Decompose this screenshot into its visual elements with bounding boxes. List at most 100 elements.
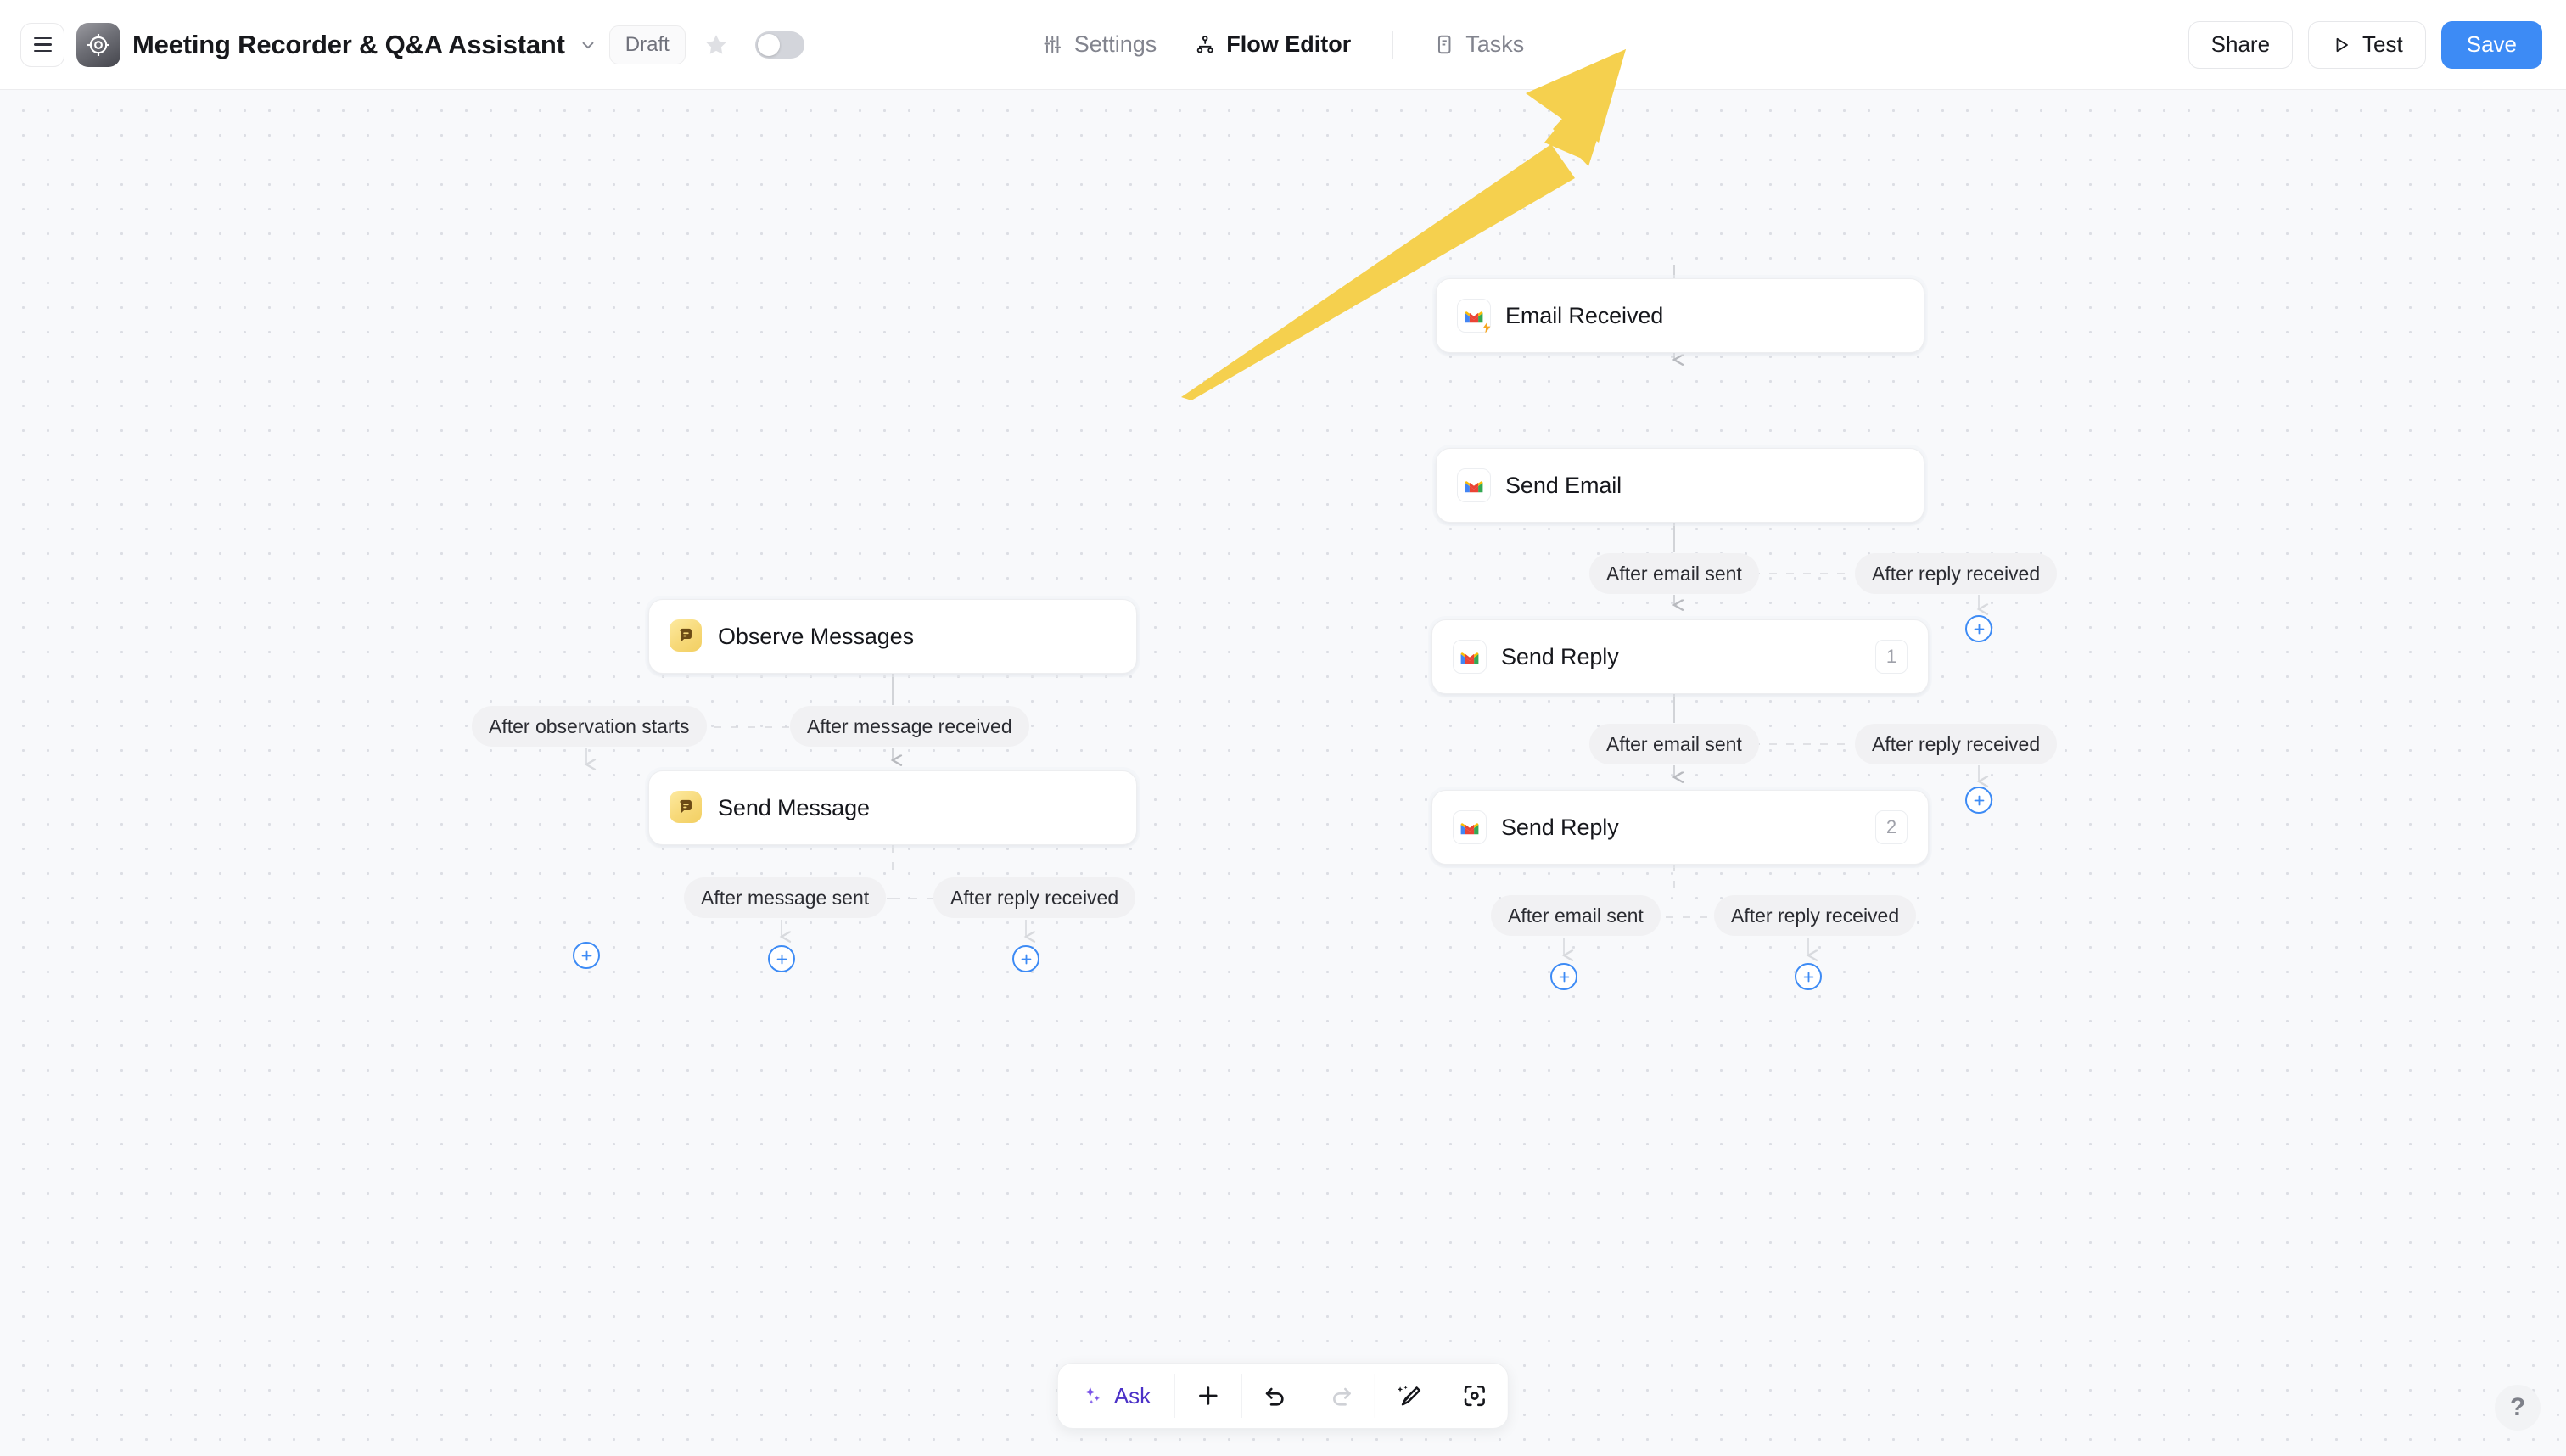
yellow-message-app-icon	[670, 791, 703, 825]
tab-settings-label: Settings	[1073, 31, 1157, 57]
branch-label-after-email-sent[interactable]: After email sent	[1589, 553, 1759, 594]
add-step-button[interactable]	[768, 945, 795, 972]
plus-icon	[1559, 972, 1569, 982]
add-step-button[interactable]	[573, 942, 600, 969]
plus-icon	[1021, 954, 1031, 964]
add-step-button[interactable]	[1795, 963, 1822, 990]
auto-layout-button[interactable]	[1375, 1364, 1442, 1428]
app-header: Meeting Recorder & Q&A Assistant Draft	[0, 0, 2566, 90]
flow-node-send-email[interactable]: Send Email	[1436, 448, 1924, 523]
star-icon	[706, 34, 726, 54]
branch-label-after-observation-starts[interactable]: After observation starts	[472, 706, 707, 747]
share-button[interactable]: Share	[2188, 20, 2294, 69]
branch-label-after-message-received[interactable]: After message received	[790, 706, 1029, 747]
plus-icon	[581, 950, 591, 960]
share-button-label: Share	[2210, 31, 2271, 57]
gmail-icon	[1457, 468, 1491, 502]
tab-tasks-label: Tasks	[1465, 31, 1525, 57]
add-node-button[interactable]	[1175, 1364, 1241, 1428]
gmail-icon	[1457, 299, 1491, 333]
tab-flow-editor[interactable]: Flow Editor	[1175, 23, 1370, 67]
plus-icon	[776, 954, 787, 964]
plus-icon	[1974, 795, 1984, 805]
ask-button[interactable]: Ask	[1058, 1364, 1174, 1428]
save-button[interactable]: Save	[2440, 20, 2542, 69]
flow-node-label: Observe Messages	[718, 623, 914, 649]
node-step-badge: 2	[1875, 810, 1908, 844]
tab-tasks[interactable]: Tasks	[1415, 23, 1543, 67]
test-button-label: Test	[2362, 31, 2403, 57]
plus-icon	[1974, 624, 1984, 634]
gmail-icon	[1453, 810, 1487, 844]
favorite-button[interactable]	[698, 26, 735, 64]
flow-node-email-received[interactable]: Email Received	[1436, 278, 1924, 353]
flow-edges	[0, 265, 2566, 1456]
flow-node-label: Send Email	[1505, 472, 1622, 498]
tab-flow-editor-label: Flow Editor	[1226, 31, 1352, 57]
flow-node-observe-messages[interactable]: Observe Messages	[648, 599, 1137, 674]
branch-label-after-reply-received[interactable]: After reply received	[933, 877, 1136, 918]
play-triangle-icon	[2336, 37, 2348, 52]
toggle-knob	[757, 33, 780, 56]
branch-label-after-email-sent[interactable]: After email sent	[1589, 724, 1759, 764]
question-mark-icon: ?	[2509, 1393, 2526, 1421]
node-step-badge: 1	[1875, 640, 1908, 674]
page-title[interactable]: Meeting Recorder & Q&A Assistant	[132, 29, 565, 59]
branch-label-after-email-sent[interactable]: After email sent	[1491, 895, 1661, 936]
fit-view-focus-icon	[1465, 1385, 1486, 1407]
toolbar-divider	[1241, 1374, 1243, 1418]
message-glyph-icon	[680, 799, 692, 814]
message-glyph-icon	[680, 628, 692, 642]
sparkles-icon	[1084, 1386, 1101, 1404]
header-nav: Settings Flow Editor Tasks	[1023, 0, 1544, 89]
tasks-list-icon	[1437, 35, 1450, 54]
yellow-message-app-icon	[670, 619, 703, 653]
canvas-toolbar: Ask	[1056, 1363, 1510, 1429]
undo-arrow-icon	[1266, 1387, 1284, 1406]
tab-settings[interactable]: Settings	[1023, 23, 1176, 67]
sliders-icon	[1044, 36, 1061, 53]
sidebar-toggle-button[interactable]	[20, 22, 64, 67]
fit-view-button[interactable]	[1442, 1364, 1508, 1428]
flow-node-label: Email Received	[1505, 302, 1664, 328]
status-badge[interactable]: Draft	[608, 25, 686, 64]
gmail-icon	[1453, 640, 1487, 674]
lightning-bolt-icon	[1478, 319, 1495, 336]
gmail-m-glyph	[1460, 822, 1479, 834]
magic-wand-cleanup-icon	[1398, 1386, 1421, 1406]
flow-node-send-reply-1[interactable]: Send Reply 1	[1431, 619, 1929, 694]
enable-toggle[interactable]	[754, 31, 804, 59]
add-step-button[interactable]	[1012, 945, 1039, 972]
flow-node-send-reply-2[interactable]: Send Reply 2	[1431, 790, 1929, 865]
plus-icon	[1803, 972, 1813, 982]
branch-label-after-message-sent[interactable]: After message sent	[684, 877, 887, 918]
flow-node-label: Send Reply	[1501, 814, 1619, 840]
app-logo-icon	[76, 22, 120, 67]
help-button[interactable]: ?	[2495, 1385, 2541, 1431]
test-button[interactable]: Test	[2308, 20, 2426, 69]
add-step-button[interactable]	[1965, 615, 1992, 642]
redo-arrow-icon	[1333, 1387, 1352, 1406]
flow-tree-icon	[1196, 35, 1213, 53]
flow-node-label: Send Message	[718, 794, 870, 820]
flow-node-label: Send Reply	[1501, 643, 1619, 669]
header-left-group: Meeting Recorder & Q&A Assistant Draft	[0, 22, 804, 67]
gmail-m-glyph	[1465, 480, 1483, 492]
branch-label-after-reply-received[interactable]: After reply received	[1714, 895, 1917, 936]
toolbar-divider	[1174, 1374, 1176, 1418]
header-actions: Share Test Save	[2188, 20, 2542, 69]
hamburger-icon	[33, 36, 52, 53]
save-button-label: Save	[2466, 31, 2517, 57]
crosshair-target-icon	[87, 33, 109, 56]
undo-button[interactable]	[1242, 1364, 1308, 1428]
flow-node-send-message[interactable]: Send Message	[648, 770, 1137, 845]
redo-button[interactable]	[1308, 1364, 1375, 1428]
branch-label-after-reply-received[interactable]: After reply received	[1855, 553, 2058, 594]
chevron-down-icon[interactable]	[579, 36, 597, 54]
flow-canvas[interactable]: Observe Messages After observation start…	[0, 90, 2566, 1456]
gmail-m-glyph	[1460, 652, 1479, 664]
branch-label-after-reply-received[interactable]: After reply received	[1855, 724, 2058, 764]
add-step-button[interactable]	[1550, 963, 1577, 990]
add-step-button[interactable]	[1965, 787, 1992, 814]
